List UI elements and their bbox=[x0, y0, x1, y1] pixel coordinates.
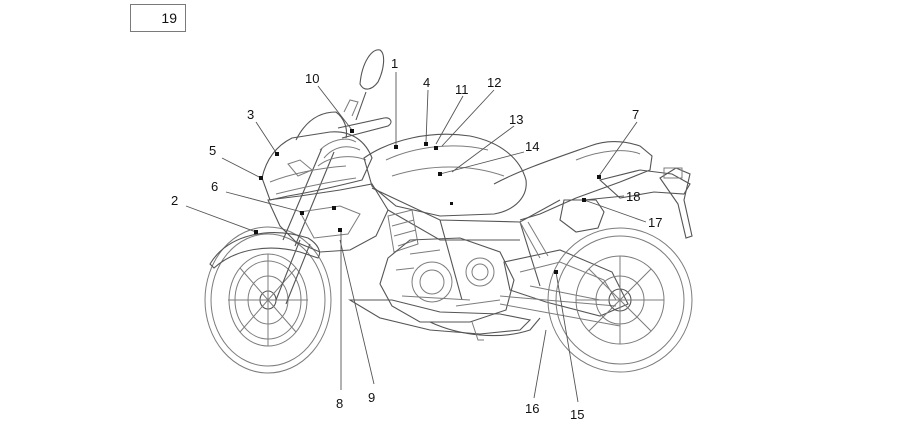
marker-11 bbox=[434, 146, 438, 150]
fuel-tank bbox=[363, 133, 527, 217]
rear-footpeg-bracket bbox=[559, 199, 605, 233]
seat-tail bbox=[493, 140, 653, 221]
marker-13 bbox=[438, 172, 442, 176]
frame bbox=[371, 187, 561, 301]
callout-3: 3 bbox=[247, 107, 254, 122]
engine bbox=[379, 237, 515, 323]
callout-16: 16 bbox=[525, 401, 539, 416]
callout-11: 11 bbox=[455, 82, 469, 97]
callout-12: 12 bbox=[487, 75, 501, 90]
page-reference-box: 19 bbox=[130, 4, 186, 32]
marker-6 bbox=[300, 211, 304, 215]
marker-7 bbox=[597, 175, 601, 179]
leader-lines bbox=[185, 72, 647, 403]
front-fork bbox=[275, 147, 335, 305]
front-fairing bbox=[261, 131, 373, 201]
windscreen bbox=[295, 111, 348, 141]
mirror bbox=[355, 49, 385, 121]
callout-7: 7 bbox=[632, 107, 639, 122]
callout-5: 5 bbox=[209, 143, 216, 158]
marker-8 bbox=[338, 228, 342, 232]
callout-18: 18 bbox=[626, 189, 640, 204]
exhaust bbox=[429, 317, 541, 337]
marker-15 bbox=[554, 270, 558, 274]
rear-shock bbox=[519, 221, 549, 259]
marker-17 bbox=[582, 198, 586, 202]
marker-10 bbox=[350, 129, 354, 133]
license-plate-holder bbox=[659, 167, 693, 239]
side-fairing bbox=[267, 183, 389, 253]
callout-8: 8 bbox=[336, 396, 343, 411]
motorcycle-line-art bbox=[204, 49, 693, 374]
swingarm bbox=[503, 249, 629, 317]
callout-numbers: 1 2 3 4 5 6 7 8 9 10 11 12 13 14 15 16 1… bbox=[171, 56, 662, 422]
marker-4 bbox=[424, 142, 428, 146]
rear-wheel bbox=[547, 227, 693, 373]
callout-15: 15 bbox=[570, 407, 584, 421]
marker-3 bbox=[275, 152, 279, 156]
belly-pan bbox=[348, 299, 532, 335]
callout-10: 10 bbox=[305, 71, 319, 86]
front-wheel bbox=[204, 226, 332, 374]
callout-4: 4 bbox=[423, 75, 430, 90]
front-fender bbox=[209, 232, 321, 269]
handlebar bbox=[337, 117, 392, 139]
marker-1 bbox=[394, 145, 398, 149]
radiator bbox=[387, 209, 419, 253]
callout-1: 1 bbox=[391, 56, 398, 71]
marker-2 bbox=[254, 230, 258, 234]
page-reference-number: 19 bbox=[161, 10, 177, 26]
callout-markers bbox=[254, 129, 601, 274]
marker-9 bbox=[450, 202, 453, 205]
callout-13: 13 bbox=[509, 112, 523, 127]
callout-17: 17 bbox=[648, 215, 662, 230]
callout-2: 2 bbox=[171, 193, 178, 208]
marker-5 bbox=[259, 176, 263, 180]
callout-6: 6 bbox=[211, 179, 218, 194]
callout-9: 9 bbox=[368, 390, 375, 405]
callout-14: 14 bbox=[525, 139, 539, 154]
marker-16 bbox=[332, 206, 336, 210]
